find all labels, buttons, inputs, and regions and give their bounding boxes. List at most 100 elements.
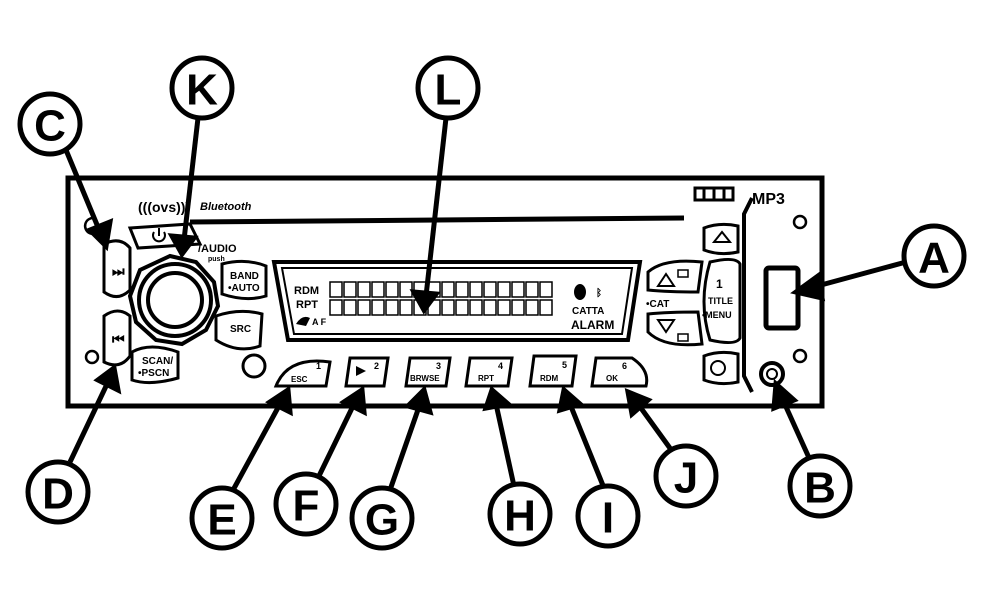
preset-button-6[interactable]: 6 OK xyxy=(590,356,649,388)
display-char-cell xyxy=(497,281,511,298)
preset-4-label: RPT xyxy=(478,374,494,383)
phone-icon xyxy=(710,360,726,376)
preset-button-1[interactable]: 1 ESC xyxy=(273,359,332,388)
svg-text:A: A xyxy=(918,234,950,283)
svg-text:C: C xyxy=(34,102,66,151)
svg-text:K: K xyxy=(186,66,218,115)
display-disc-icon xyxy=(574,284,586,300)
previous-track-button[interactable]: ⏮ xyxy=(102,309,132,367)
down-arrow-icon xyxy=(656,319,676,334)
pscn-label: •PSCN xyxy=(138,368,169,379)
display-char-cell xyxy=(539,281,553,298)
src-label: SRC xyxy=(230,324,251,335)
display-char-cell xyxy=(371,299,385,316)
preset-6-number: 6 xyxy=(622,361,627,371)
preset-3-number: 3 xyxy=(436,361,441,371)
phone-button[interactable] xyxy=(702,350,740,386)
preset-button-5[interactable]: 5 RDM xyxy=(528,354,578,388)
aux-jack xyxy=(759,361,785,387)
callout-b: B xyxy=(787,453,853,519)
play-pause-icon xyxy=(356,366,366,376)
callout-e: E xyxy=(189,485,255,551)
display-ta-icon xyxy=(296,316,310,326)
display-char-cell xyxy=(399,299,413,316)
src-button[interactable]: SRC xyxy=(214,309,264,351)
cat-label: •CAT xyxy=(646,299,669,310)
folder-down-button[interactable] xyxy=(646,310,704,347)
display-char-cell xyxy=(497,299,511,316)
title-menu-button[interactable]: 1 TITLE •MENU xyxy=(702,257,742,345)
previous-track-icon: ⏮ xyxy=(112,331,125,347)
display-char-cell xyxy=(483,299,497,316)
callout-g: G xyxy=(349,485,415,551)
display-char-cell xyxy=(385,281,399,298)
callout-f: F xyxy=(273,471,339,537)
display-bluetooth-icon: ᛒ xyxy=(596,287,602,299)
mount-hole-top-right xyxy=(792,214,808,230)
display-char-cell xyxy=(357,299,371,316)
display-catta: CATTA xyxy=(572,306,604,317)
band-button[interactable]: BAND •AUTO xyxy=(220,259,268,301)
display-char-cell xyxy=(511,299,525,316)
display-char-cell xyxy=(511,281,525,298)
preset-1-number: 1 xyxy=(316,361,321,371)
display-char-cell xyxy=(469,299,483,316)
svg-text:G: G xyxy=(365,496,399,545)
volume-knob[interactable] xyxy=(127,253,221,347)
bluetooth-label: Bluetooth xyxy=(200,201,252,213)
scan-button[interactable]: SCAN/ •PSCN xyxy=(130,345,180,385)
display-char-cell xyxy=(343,281,357,298)
mp3-logo-icon xyxy=(693,186,735,202)
callout-d: D xyxy=(25,459,91,525)
display-rpt: RPT xyxy=(296,299,318,311)
svg-text:H: H xyxy=(504,492,536,541)
folder-up-button[interactable] xyxy=(646,259,704,294)
display-char-cell xyxy=(455,299,469,316)
folder-icon xyxy=(677,269,689,278)
preset-5-label: RDM xyxy=(540,374,559,383)
eject-button[interactable] xyxy=(702,222,740,256)
display-char-cell xyxy=(469,281,483,298)
round-button[interactable] xyxy=(241,353,267,379)
display-char-cell xyxy=(525,299,539,316)
preset-4-number: 4 xyxy=(498,361,503,371)
mount-hole-bottom-right xyxy=(792,348,808,364)
next-track-button[interactable]: ⏭ xyxy=(102,239,132,298)
preset-5-number: 5 xyxy=(562,360,567,370)
folder-icon xyxy=(677,333,689,342)
svg-text:F: F xyxy=(293,482,320,531)
preset-button-4[interactable]: 4 RPT xyxy=(464,356,514,388)
title-label: TITLE xyxy=(708,296,733,306)
display-char-cell xyxy=(371,281,385,298)
display-char-cell xyxy=(441,281,455,298)
display-char-cell xyxy=(385,299,399,316)
svg-text:I: I xyxy=(602,494,614,543)
callout-l: L xyxy=(415,55,481,121)
eject-icon xyxy=(711,230,733,243)
display-char-cell xyxy=(329,299,343,316)
preset-3-label: BRWSE xyxy=(410,374,440,383)
callout-k: K xyxy=(169,55,235,121)
display-char-cell xyxy=(441,299,455,316)
display-rdm: RDM xyxy=(294,285,319,297)
callout-a: A xyxy=(901,223,967,289)
band-label: BAND xyxy=(230,271,259,282)
display-af: A F xyxy=(312,317,327,327)
preset-1-label: ESC xyxy=(291,375,308,384)
preset-button-2[interactable]: 2 xyxy=(344,356,390,388)
svg-text:L: L xyxy=(435,66,462,115)
preset-6-label: OK xyxy=(606,374,618,383)
display-alarm: ALARM xyxy=(571,318,614,332)
display-char-cell xyxy=(539,299,553,316)
svg-text:J: J xyxy=(674,454,698,503)
preset-button-3[interactable]: 3 BRWSE xyxy=(404,356,452,388)
display-char-cell xyxy=(357,281,371,298)
scan-label: SCAN/ xyxy=(142,356,173,367)
voice-logo: (((ovs))) xyxy=(138,199,190,215)
display-char-cell xyxy=(483,281,497,298)
display-char-cell xyxy=(525,281,539,298)
up-arrow-icon xyxy=(656,272,676,287)
title-num: 1 xyxy=(716,277,723,291)
callout-arrows xyxy=(63,117,907,494)
